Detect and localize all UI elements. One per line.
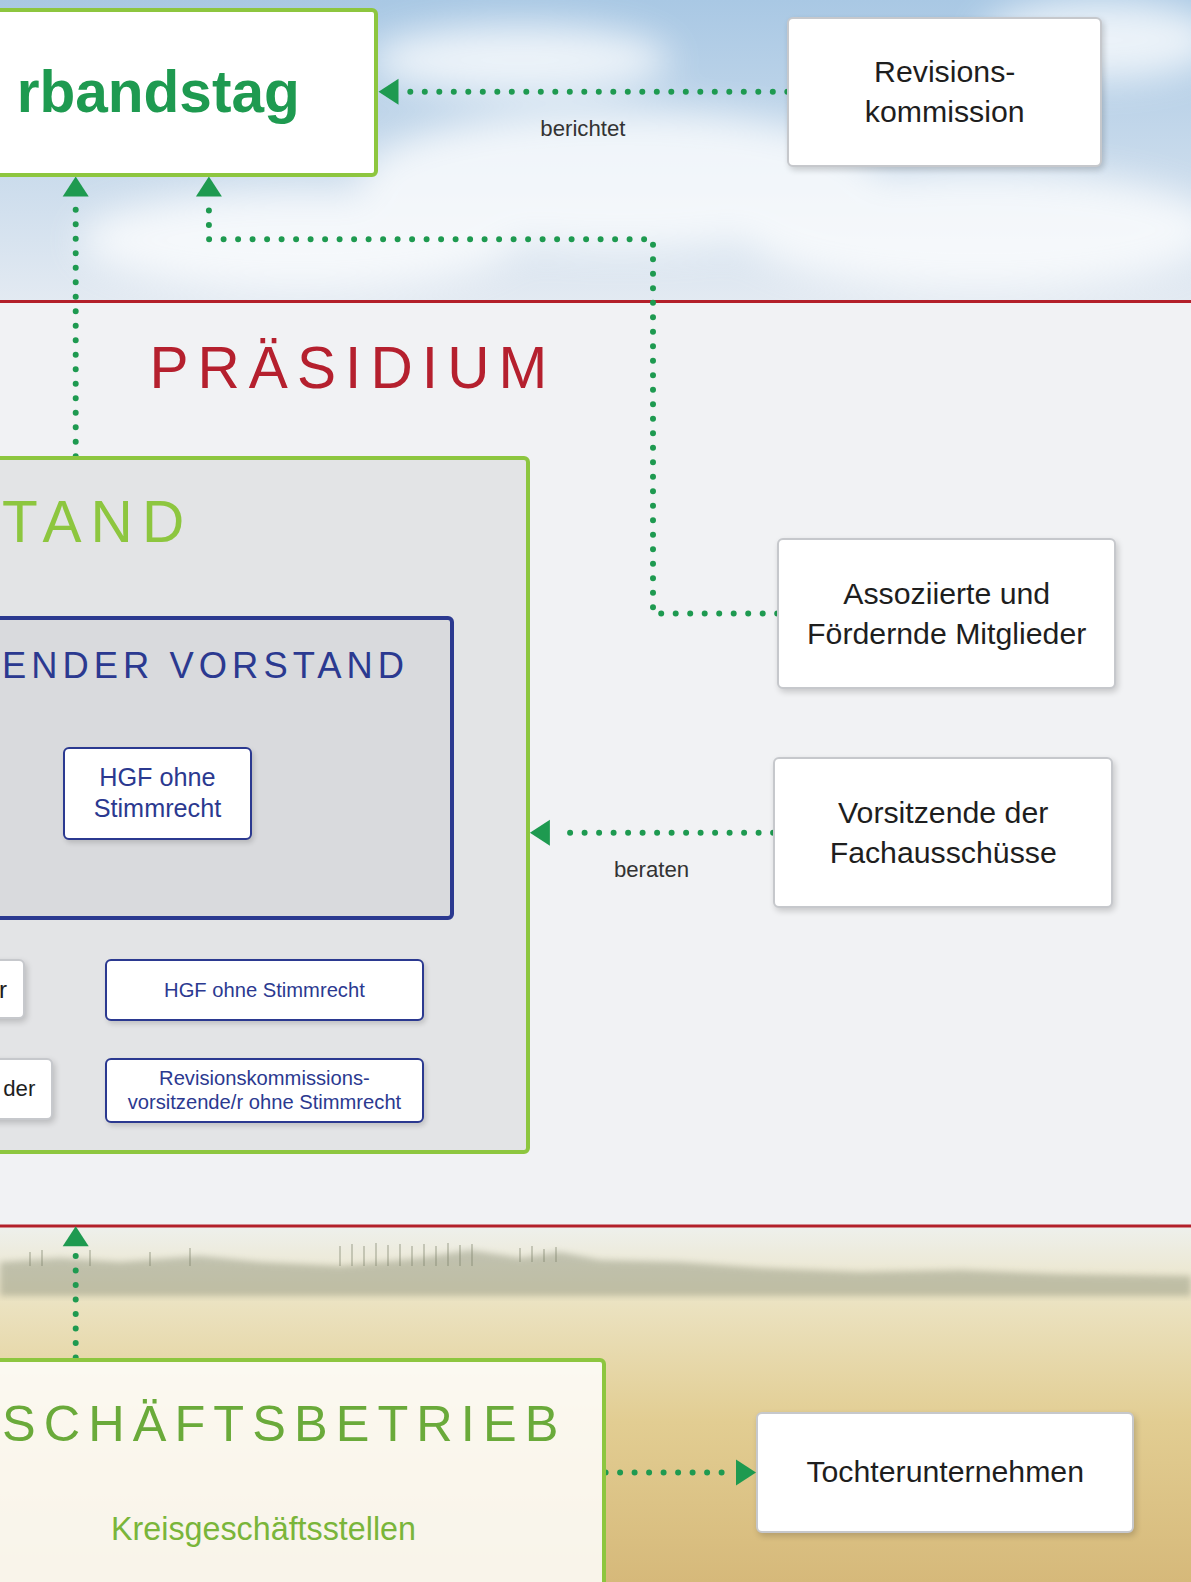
- arrow-head: [63, 1226, 89, 1246]
- arrow-head: [63, 177, 89, 197]
- connector-line: [556, 830, 773, 836]
- connector-line: [73, 203, 79, 457]
- connector-line: [405, 89, 788, 95]
- node-subtitle: Kreisgeschäftsstellen: [111, 1510, 416, 1549]
- node-title: SCHÄFTSBETRIEB: [2, 1394, 566, 1455]
- edge-label: beraten: [614, 857, 689, 884]
- executive-board-box: ENDER VORSTAND HGF ohne Stimmrecht: [0, 616, 454, 921]
- edge-label: berichtet: [540, 116, 625, 143]
- connector-line: [73, 1252, 79, 1357]
- node-title: ENDER VORSTAND: [2, 644, 409, 688]
- dotted-connector: [63, 177, 89, 457]
- member-box: der: [0, 1058, 53, 1121]
- node-title: der: [0, 1076, 35, 1103]
- members-box: Assoziierte und Fördernde Mitglieder: [777, 538, 1116, 689]
- node-title: Tochterunternehmen: [806, 1454, 1084, 1490]
- member-box: Revisionskommissions- vorsitzende/r ohne…: [105, 1058, 424, 1124]
- arrow-head: [530, 820, 550, 846]
- node-title: Assoziierte und Fördernde Mitglieder: [793, 574, 1100, 653]
- node-title: Revisionskommissions- vorsitzende/r ohne…: [111, 1066, 418, 1114]
- business-box: SCHÄFTSBETRIEB Kreisgeschäftsstellen: [0, 1358, 606, 1582]
- dotted-connector: [63, 1226, 89, 1357]
- node-title: r: [0, 975, 7, 1004]
- dotted-connector: [379, 79, 788, 105]
- node-title: Vorsitzende der Fachausschüsse: [789, 793, 1097, 872]
- connector-line: [606, 1470, 730, 1476]
- arrow-head: [379, 79, 399, 105]
- dotted-connector: [606, 1460, 756, 1486]
- member-box: r: [0, 959, 25, 1020]
- commission-box: Revisions- kommission: [787, 17, 1102, 166]
- dotted-connector: [530, 820, 773, 846]
- subsidiary-box: Tochterunternehmen: [756, 1412, 1134, 1533]
- presidium-band: PRÄSIDIUM TAND ENDER VORSTAND HGF ohne Stim…: [0, 301, 1191, 1227]
- member-box: HGF ohne Stimmrecht: [63, 747, 253, 840]
- arrow-head: [196, 177, 222, 197]
- board-box: TAND ENDER VORSTAND HGF ohne Stimmrecht r HG…: [0, 456, 530, 1153]
- node-title: TAND: [2, 487, 193, 557]
- node-title: rbandstag: [0, 57, 300, 127]
- member-box: HGF ohne Stimmrecht: [105, 959, 424, 1022]
- arrow-head: [736, 1460, 756, 1486]
- node-title: Revisions- kommission: [839, 52, 1051, 131]
- node-title: HGF ohne Stimmrecht: [164, 978, 365, 1002]
- committee-box: Vorsitzende der Fachausschüsse: [773, 757, 1113, 908]
- node-title: HGF ohne Stimmrecht: [73, 762, 243, 825]
- assembly-box: rbandstag: [0, 8, 378, 177]
- node-title: PRÄSIDIUM: [149, 333, 556, 403]
